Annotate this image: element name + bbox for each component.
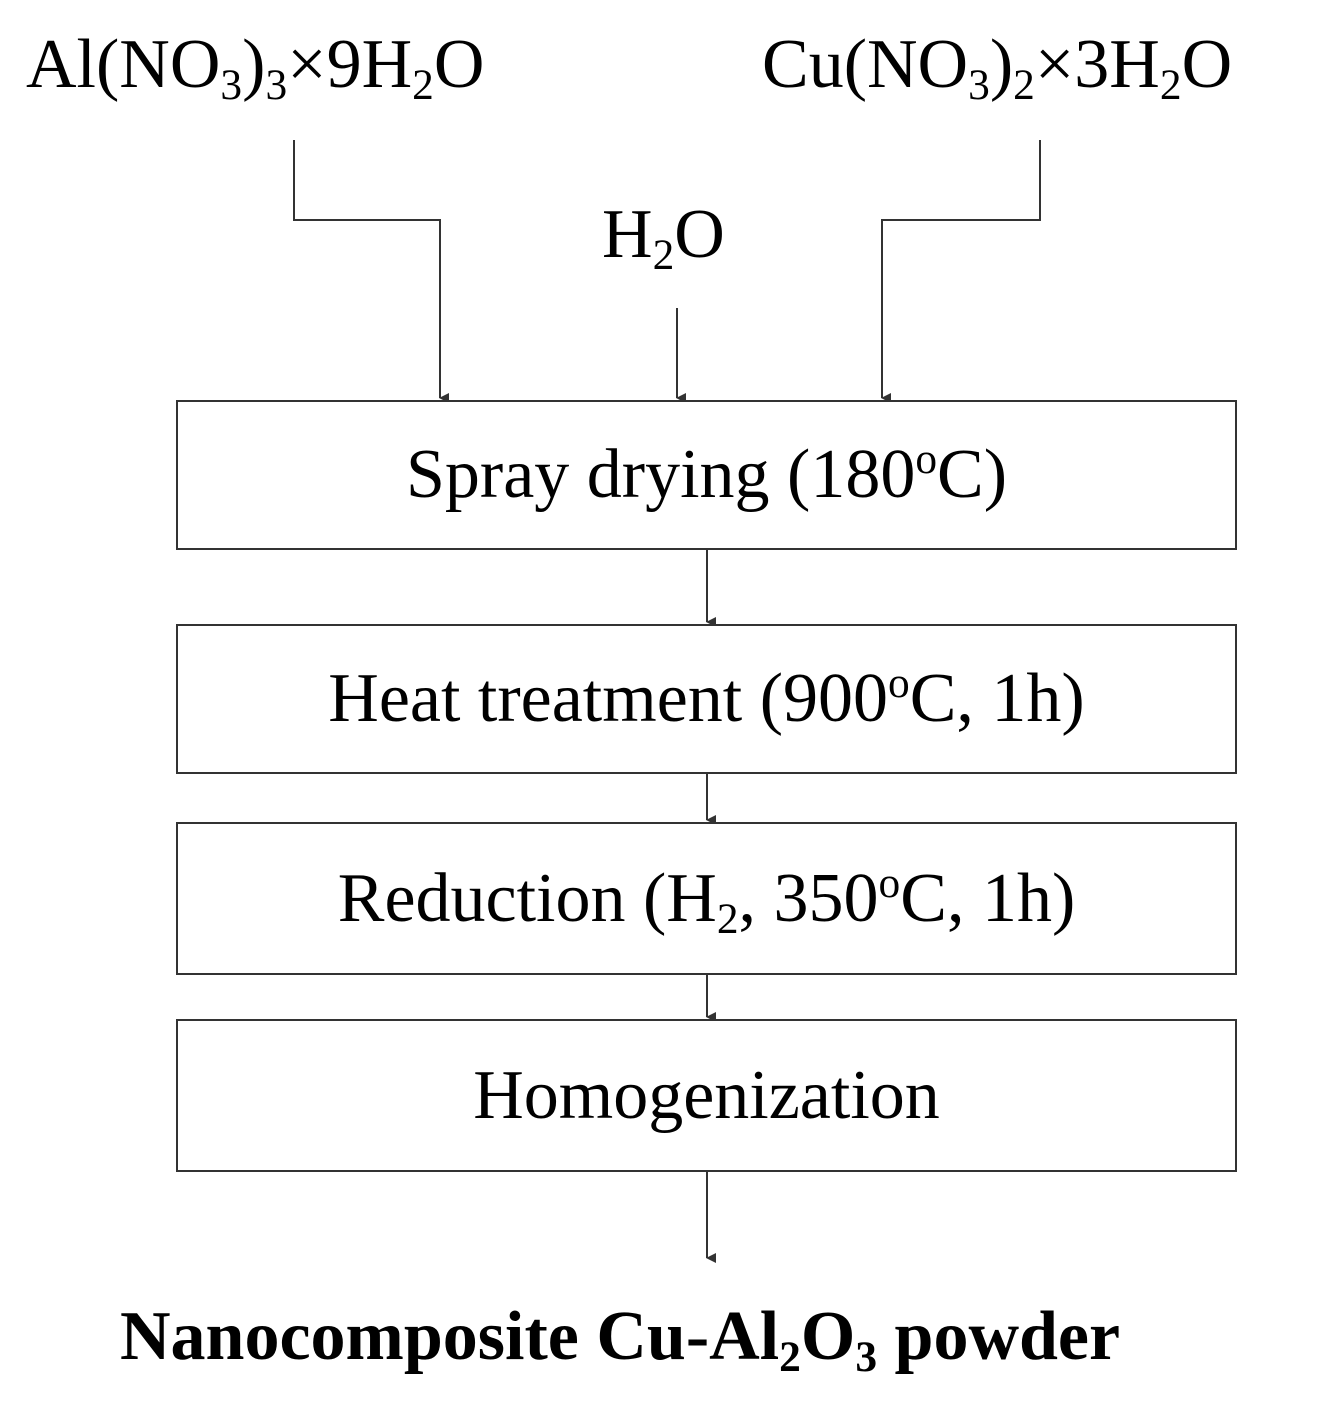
step-homogenization-label: Homogenization: [473, 1056, 940, 1134]
step-homogenization: Homogenization: [176, 1019, 1237, 1172]
connector-al-nitrate-to-spray: [293, 140, 449, 403]
final-product: Nanocomposite Cu-Al2O3 powder: [120, 1298, 1121, 1382]
reagent-copper-nitrate: Cu(NO3)2×3H2O: [762, 26, 1233, 110]
step-heat-treatment: Heat treatment (900oC, 1h): [176, 624, 1237, 774]
reagent-aluminum-nitrate: Al(NO3)3×9H2O: [26, 26, 485, 110]
step-heat-treatment-label: Heat treatment (900oC, 1h): [328, 659, 1085, 737]
step-reduction-label: Reduction (H2, 350oC, 1h): [337, 858, 1076, 943]
step-spray-drying-label: Spray drying (180oC): [405, 435, 1008, 513]
reagent-water: H2O: [602, 196, 725, 280]
step-spray-drying: Spray drying (180oC): [176, 400, 1237, 550]
step-reduction: Reduction (H2, 350oC, 1h): [176, 822, 1237, 975]
connector-cu-nitrate-to-spray: [881, 140, 1041, 403]
